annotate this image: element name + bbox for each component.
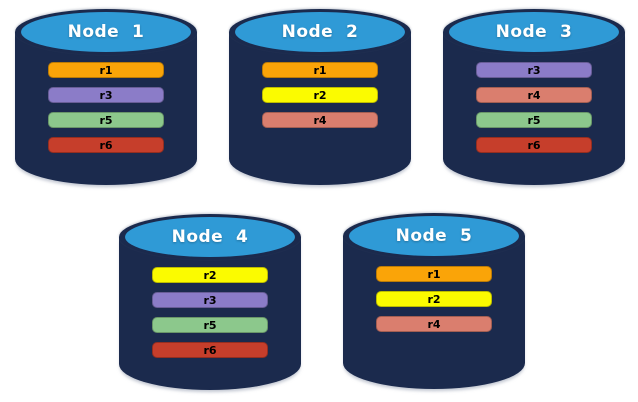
replica-list: r2 r3 r5 r6 (152, 267, 268, 358)
replica-bar-r2: r2 (262, 87, 378, 103)
node-label: Node 1 (67, 22, 145, 42)
cylinder-body (119, 237, 301, 390)
replica-bar-r3: r3 (476, 62, 592, 78)
replica-list: r1 r2 r4 (376, 266, 492, 332)
replica-list: r1 r3 r5 r6 (48, 62, 164, 153)
database-node: Node 2 r1 r2 r4 (229, 9, 411, 187)
replica-bar-r5: r5 (152, 317, 268, 333)
cylinder-body (15, 32, 197, 185)
cylinder-body (343, 236, 525, 389)
cylinder-top: Node 3 (449, 12, 619, 52)
replica-bar-r4: r4 (476, 87, 592, 103)
cylinder-top: Node 4 (125, 217, 295, 257)
replica-bar-r5: r5 (48, 112, 164, 128)
cylinder-body (229, 32, 411, 185)
replica-bar-r1: r1 (376, 266, 492, 282)
replica-bar-r6: r6 (48, 137, 164, 153)
replica-bar-r1: r1 (262, 62, 378, 78)
replica-bar-r6: r6 (476, 137, 592, 153)
replica-bar-r2: r2 (376, 291, 492, 307)
cylinder-top: Node 1 (21, 12, 191, 52)
cylinder-top: Node 5 (349, 216, 519, 256)
node-label: Node 3 (495, 22, 573, 42)
replica-list: r3 r4 r5 r6 (476, 62, 592, 153)
cylinder-top: Node 2 (235, 12, 405, 52)
database-node: Node 1 r1 r3 r5 r6 (15, 9, 197, 187)
node-label: Node 5 (395, 226, 473, 246)
database-node: Node 3 r3 r4 r5 r6 (443, 9, 625, 187)
replica-bar-r3: r3 (48, 87, 164, 103)
replica-bar-r4: r4 (262, 112, 378, 128)
node-label: Node 2 (281, 22, 359, 42)
node-label: Node 4 (171, 227, 249, 247)
replica-bar-r1: r1 (48, 62, 164, 78)
replica-bar-r2: r2 (152, 267, 268, 283)
database-node: Node 4 r2 r3 r5 r6 (119, 214, 301, 392)
replica-bar-r3: r3 (152, 292, 268, 308)
cylinder-body (443, 32, 625, 185)
replica-bar-r6: r6 (152, 342, 268, 358)
replica-bar-r4: r4 (376, 316, 492, 332)
replica-bar-r5: r5 (476, 112, 592, 128)
database-node: Node 5 r1 r2 r4 (343, 213, 525, 391)
replica-list: r1 r2 r4 (262, 62, 378, 128)
